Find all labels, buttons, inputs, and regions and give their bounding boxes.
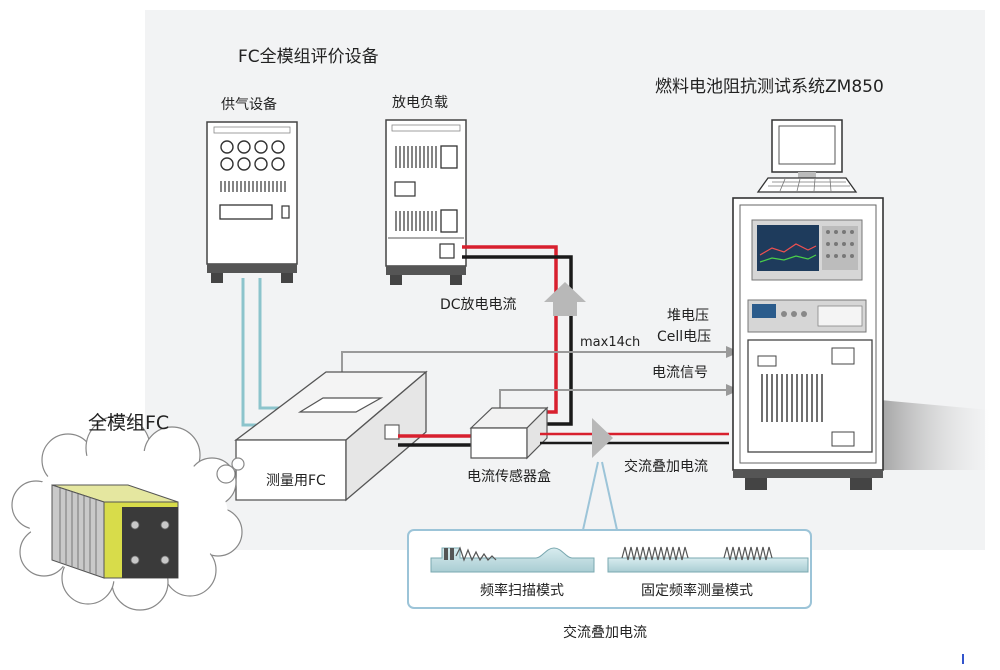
fc-to-sensor-cables xyxy=(398,434,474,447)
discharge-load-label: 放电负载 xyxy=(392,95,448,111)
measurement-fc-label: 测量用FC xyxy=(266,473,326,489)
full-module-fc-cloud xyxy=(11,415,245,611)
ac-superimposed-caption: 交流叠加电流 xyxy=(563,625,647,641)
full-module-fc-label: 全模组FC xyxy=(88,412,170,434)
current-signal-label: 电流信号 xyxy=(652,365,708,381)
waveform-callout xyxy=(582,461,618,531)
dc-discharge-cables xyxy=(462,245,573,426)
zm850-rack xyxy=(732,119,884,490)
dc-current-label: DC放电电流 xyxy=(440,297,517,313)
dc-current-arrow xyxy=(544,282,586,316)
stack-voltage-label: 堆电压 xyxy=(667,308,709,324)
ac-current-lines xyxy=(540,432,729,445)
waveform-box xyxy=(407,529,812,609)
sensor-box-label: 电流传感器盒 xyxy=(467,469,551,485)
measurement-fc-box xyxy=(234,370,428,502)
cell-voltage-label: Cell电压 xyxy=(657,329,712,345)
ac-current-arrow xyxy=(592,418,613,458)
discharge-load-cabinet xyxy=(385,119,467,285)
gas-supply-cabinet xyxy=(206,121,298,283)
rack-shadow xyxy=(880,400,990,470)
fc-module-equipment-title: FC全模组评价设备 xyxy=(238,47,379,67)
ac-superimposed-label: 交流叠加电流 xyxy=(624,459,708,475)
current-sensor-box xyxy=(469,406,549,460)
zm850-system-title: 燃料电池阻抗测试系统ZM850 xyxy=(655,77,884,97)
gas-supply-label: 供气设备 xyxy=(221,97,277,113)
freq-sweep-mode-label: 频率扫描模式 xyxy=(480,583,564,599)
fixed-freq-mode-label: 固定频率测量模式 xyxy=(641,583,753,599)
corner-mark xyxy=(962,654,964,664)
max-channels-label: max14ch xyxy=(580,335,641,350)
